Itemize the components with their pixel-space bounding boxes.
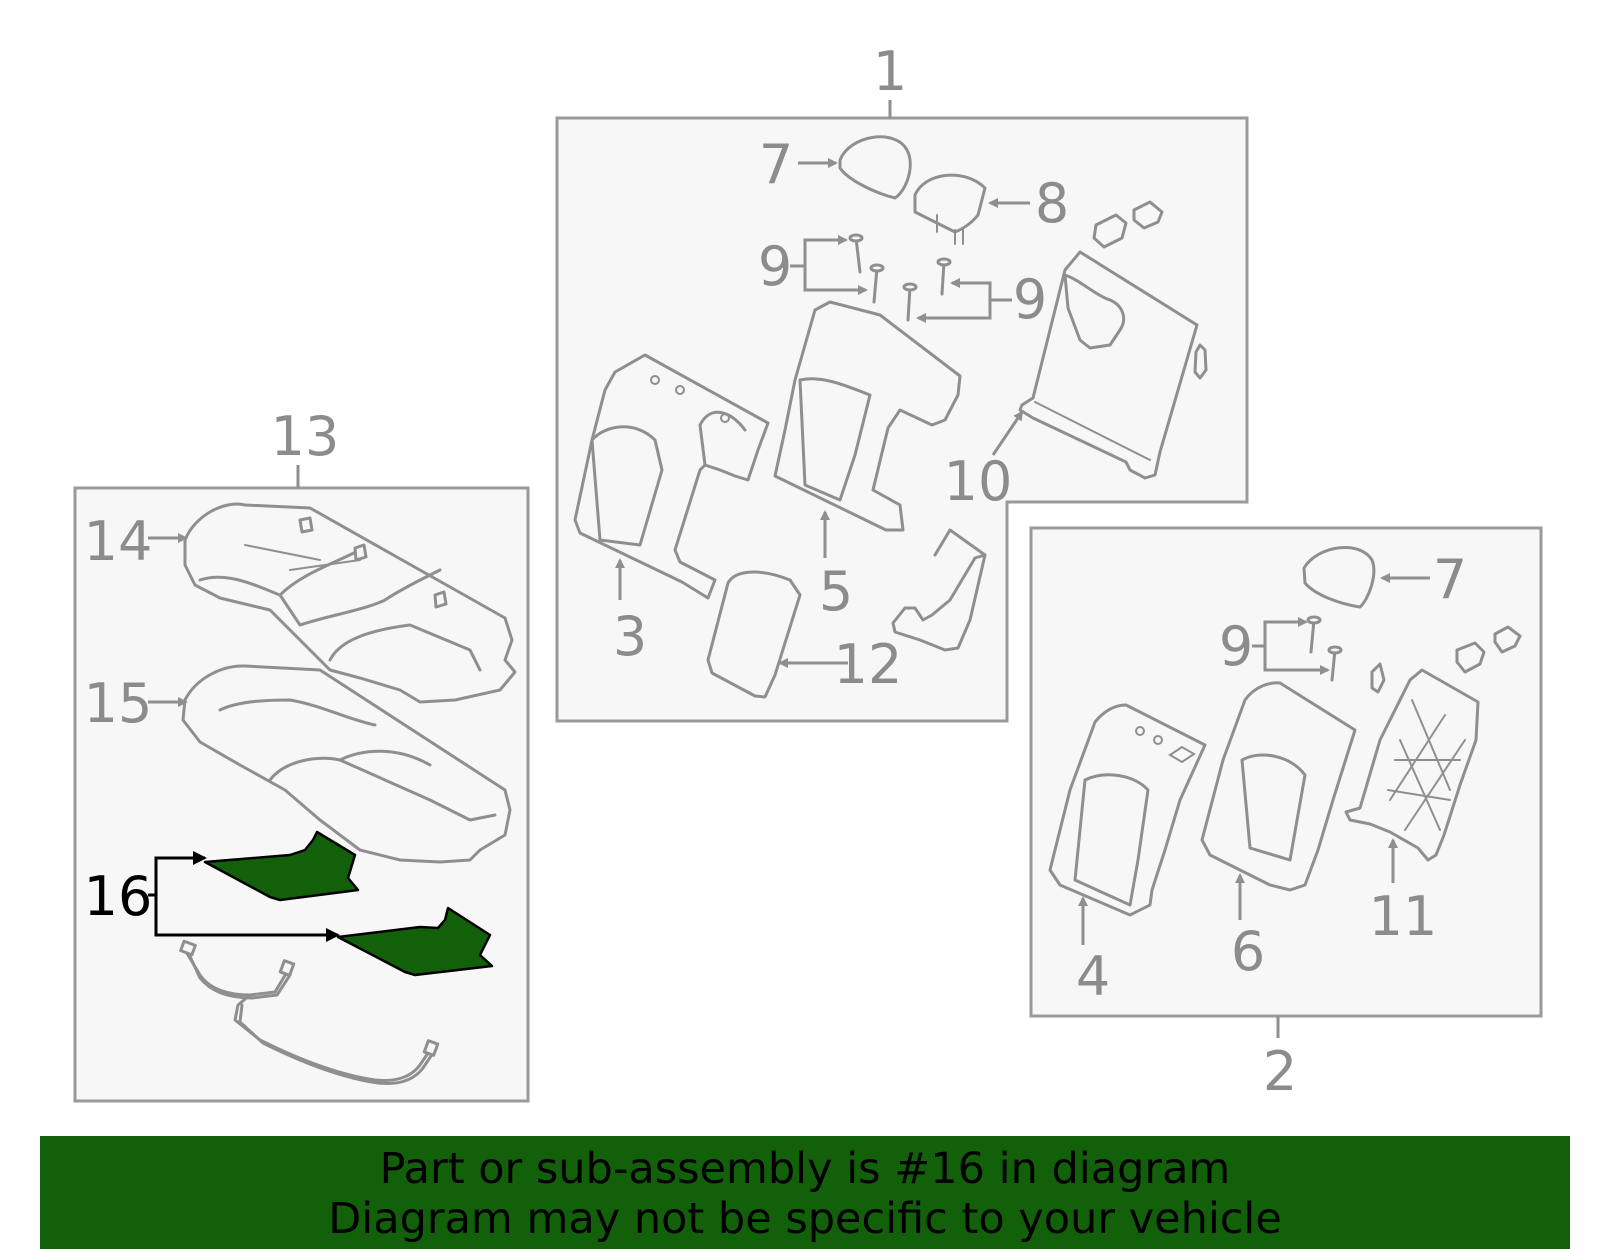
callout-15: 15: [84, 672, 153, 735]
callout-14: 14: [84, 510, 153, 573]
seatback-cover-5: [773, 300, 962, 532]
pins-9: [848, 233, 952, 322]
callout-9-left: 9: [758, 235, 792, 298]
callout-8: 8: [1035, 172, 1069, 235]
callout-9-right: 9: [1013, 268, 1047, 331]
callout-2: 2: [1263, 1040, 1297, 1103]
cushion-cover-14: [183, 502, 517, 704]
seatback-cover-3: [573, 353, 770, 600]
seat-heater-16-lower: [336, 906, 494, 977]
banner-line-1: Part or sub-assembly is #16 in diagram: [379, 1144, 1231, 1194]
callout-9b: 9: [1219, 615, 1253, 678]
seat-heater-16-upper: [203, 830, 360, 902]
seatback-cover-4: [1048, 703, 1207, 917]
callout-3: 3: [613, 605, 647, 668]
callout-11: 11: [1369, 885, 1438, 948]
pins-9b: [1306, 615, 1343, 682]
callout-1: 1: [873, 40, 907, 103]
headrest-7b: [1302, 546, 1376, 609]
banner-line-2: Diagram may not be specific to your vehi…: [328, 1194, 1282, 1244]
callout-5: 5: [819, 560, 853, 623]
callout-4: 4: [1076, 945, 1110, 1008]
callout-7b: 7: [1433, 548, 1467, 611]
callout-10: 10: [944, 450, 1013, 513]
headrest-8: [913, 173, 987, 234]
callout-6: 6: [1231, 920, 1265, 983]
info-banner: Part or sub-assembly is #16 in diagram D…: [40, 1136, 1570, 1249]
callout-12: 12: [834, 633, 903, 696]
seatback-frame-10: [1018, 250, 1199, 480]
seatback-cover-6: [1200, 681, 1357, 892]
callout-7: 7: [759, 133, 793, 196]
armrest-12: [706, 570, 802, 699]
callout-13: 13: [271, 405, 340, 468]
callout-16: 16: [84, 865, 153, 928]
headrest-7-top: [838, 135, 912, 200]
